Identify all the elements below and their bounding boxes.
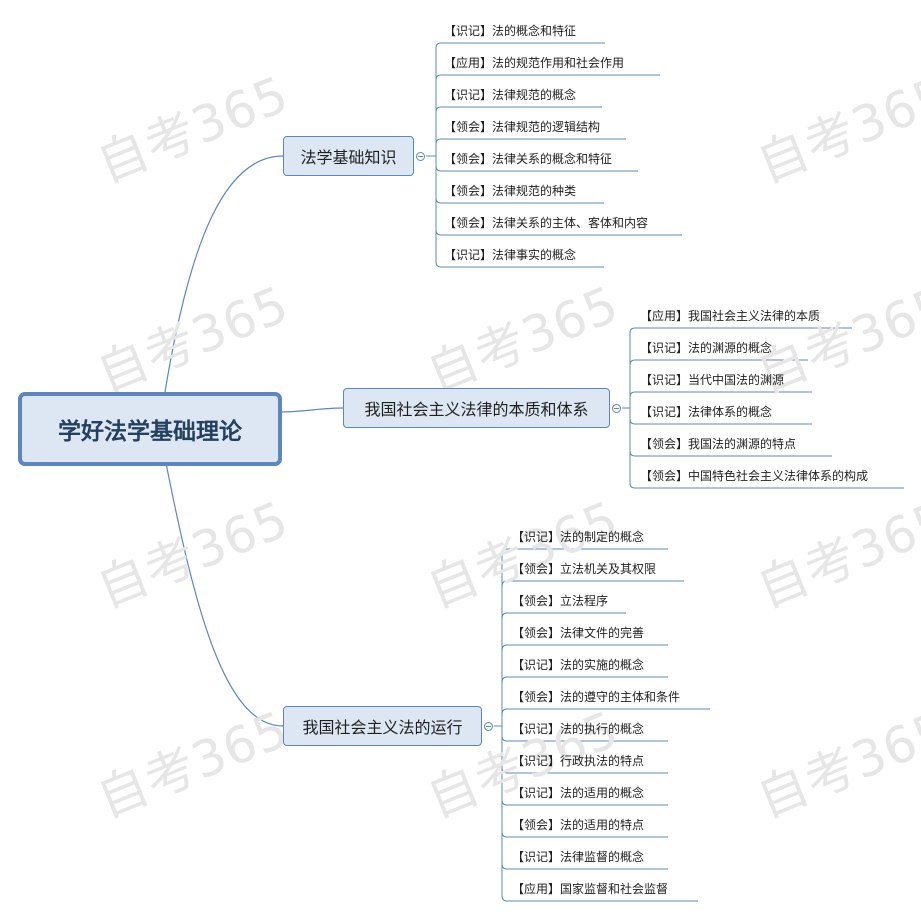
leaf-topic[interactable]: 【领会】我国法的渊源的特点 bbox=[640, 437, 797, 451]
collapse-toggle-basics[interactable] bbox=[416, 152, 425, 161]
leaf-topic[interactable]: 【识记】法的制定的概念 bbox=[512, 530, 645, 544]
leaf-topic[interactable]: 【领会】法律关系的主体、客体和内容 bbox=[444, 216, 649, 230]
leaf-topic[interactable]: 【应用】法的规范作用和社会作用 bbox=[444, 56, 625, 70]
branch-node-basics[interactable]: 法学基础知识 bbox=[283, 136, 414, 176]
leaf-topic[interactable]: 【应用】国家监督和社会监督 bbox=[512, 882, 669, 896]
leaf-topic[interactable]: 【领会】立法机关及其权限 bbox=[512, 562, 657, 576]
collapse-toggle-operation[interactable] bbox=[484, 722, 493, 731]
root-node[interactable]: 学好法学基础理论 bbox=[18, 392, 282, 466]
branch-node-label: 我国社会主义法的运行 bbox=[302, 718, 463, 737]
leaf-topic[interactable]: 【领会】中国特色社会主义法律体系的构成 bbox=[640, 469, 869, 483]
leaf-topic[interactable]: 【领会】法律关系的概念和特征 bbox=[444, 152, 613, 166]
branch-node-operation[interactable]: 我国社会主义法的运行 bbox=[283, 706, 482, 746]
leaf-topic[interactable]: 【领会】法的遵守的主体和条件 bbox=[512, 690, 681, 704]
leaf-topic[interactable]: 【应用】我国社会主义法律的本质 bbox=[640, 309, 821, 323]
leaf-topic[interactable]: 【识记】法的执行的概念 bbox=[512, 722, 645, 736]
leaf-topic[interactable]: 【识记】法律规范的概念 bbox=[444, 88, 577, 102]
leaf-topic[interactable]: 【领会】法的适用的特点 bbox=[512, 818, 645, 832]
branch-node-label: 我国社会主义法律的本质和体系 bbox=[364, 400, 589, 419]
leaf-topic[interactable]: 【识记】法律事实的概念 bbox=[444, 248, 577, 262]
leaf-topic[interactable]: 【识记】法的适用的概念 bbox=[512, 786, 645, 800]
root-node-label: 学好法学基础理论 bbox=[58, 419, 242, 445]
branch-node-essence-system[interactable]: 我国社会主义法律的本质和体系 bbox=[343, 388, 610, 428]
leaf-topic[interactable]: 【识记】法律体系的概念 bbox=[640, 405, 773, 419]
leaf-topic[interactable]: 【领会】法律规范的逻辑结构 bbox=[444, 120, 601, 134]
collapse-toggle-essence-system[interactable] bbox=[612, 404, 621, 413]
leaf-topic[interactable]: 【领会】法律文件的完善 bbox=[512, 626, 645, 640]
leaf-topic[interactable]: 【识记】行政执法的特点 bbox=[512, 754, 645, 768]
leaf-topic[interactable]: 【识记】法律监督的概念 bbox=[512, 850, 645, 864]
leaf-topic[interactable]: 【识记】当代中国法的渊源 bbox=[640, 373, 785, 387]
leaf-topic[interactable]: 【识记】法的渊源的概念 bbox=[640, 341, 773, 355]
leaf-topic[interactable]: 【领会】法律规范的种类 bbox=[444, 184, 577, 198]
leaf-topic[interactable]: 【领会】立法程序 bbox=[512, 594, 609, 608]
leaf-topic[interactable]: 【识记】法的概念和特征 bbox=[444, 24, 577, 38]
branch-node-label: 法学基础知识 bbox=[300, 148, 397, 167]
leaf-topic[interactable]: 【识记】法的实施的概念 bbox=[512, 658, 645, 672]
